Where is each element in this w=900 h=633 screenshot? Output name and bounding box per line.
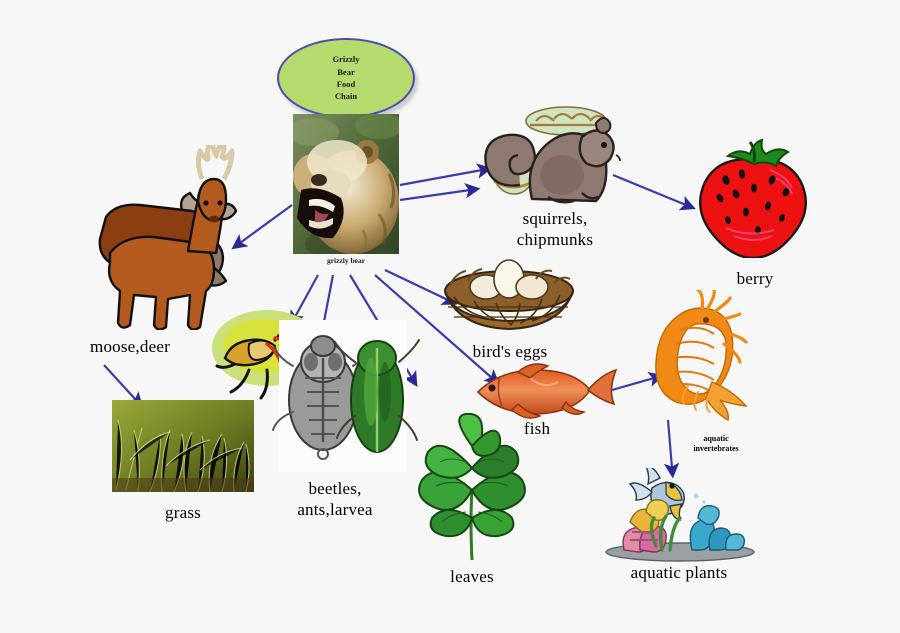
leaves-illustration <box>418 412 526 561</box>
arrow-bear-to-ants <box>289 274 319 327</box>
arrow-bear-to-fish <box>374 274 500 385</box>
node-aquatic-plants <box>600 465 760 562</box>
arrow-moose-to-grass <box>103 364 144 408</box>
node-fish <box>466 362 620 424</box>
diagram-title-text: Grizzly Bear Food Chain <box>332 54 360 102</box>
shrimp-illustration <box>655 288 748 422</box>
strawberry-illustration <box>699 138 807 260</box>
arrow-bear-to-squirrels <box>399 163 493 187</box>
label-leaves: leaves <box>450 567 494 586</box>
grass-photo <box>112 400 254 493</box>
deer-illustration <box>98 136 238 331</box>
label-berry: berry <box>736 269 774 288</box>
grizzly-bear-caption: grizzly bear <box>326 256 366 265</box>
label-squirrels: squirrels, chipmunks <box>516 209 594 250</box>
arrow-bear-to-nest <box>384 269 458 305</box>
node-grizzly-bear: grizzly bear <box>287 113 403 265</box>
node-aquatic-invertebrates <box>640 288 766 426</box>
label-beetles: beetles, ants,larvea <box>297 479 373 520</box>
node-berry <box>692 136 814 260</box>
nest-with-eggs-illustration <box>444 259 574 331</box>
node-birds-eggs <box>440 255 578 337</box>
grizzly-bear-photo <box>287 113 403 262</box>
label-aquatic-plants: aquatic plants <box>630 563 728 582</box>
node-grass <box>112 400 254 493</box>
node-squirrels <box>470 105 622 217</box>
label-fish: fish <box>523 419 551 438</box>
node-leaves <box>410 412 534 562</box>
label-moose-deer: moose,deer <box>90 337 170 356</box>
arrow-bear-to-moose-deer <box>231 204 293 250</box>
label-aquatic-invertebrates: aquatic invertebrates <box>693 434 739 453</box>
node-beetles <box>205 300 420 475</box>
arrow-bear-to-birds-eggs-upper <box>399 183 481 202</box>
arrow-invertebrates-to-aquatic-plants <box>663 419 680 479</box>
node-moose-deer <box>72 136 252 331</box>
arrow-fish-to-invertebrates <box>611 371 665 392</box>
beetles-illustration <box>212 310 420 472</box>
fish-illustration <box>476 363 618 419</box>
arrow-squirrels-to-berry <box>612 173 696 211</box>
squirrel-illustration <box>484 106 621 204</box>
coral-reef-illustration <box>605 465 755 562</box>
diagram-title-oval: Grizzly Bear Food Chain <box>277 38 415 118</box>
label-birds-eggs: bird's eggs <box>472 342 548 361</box>
label-grass: grass <box>165 503 201 522</box>
